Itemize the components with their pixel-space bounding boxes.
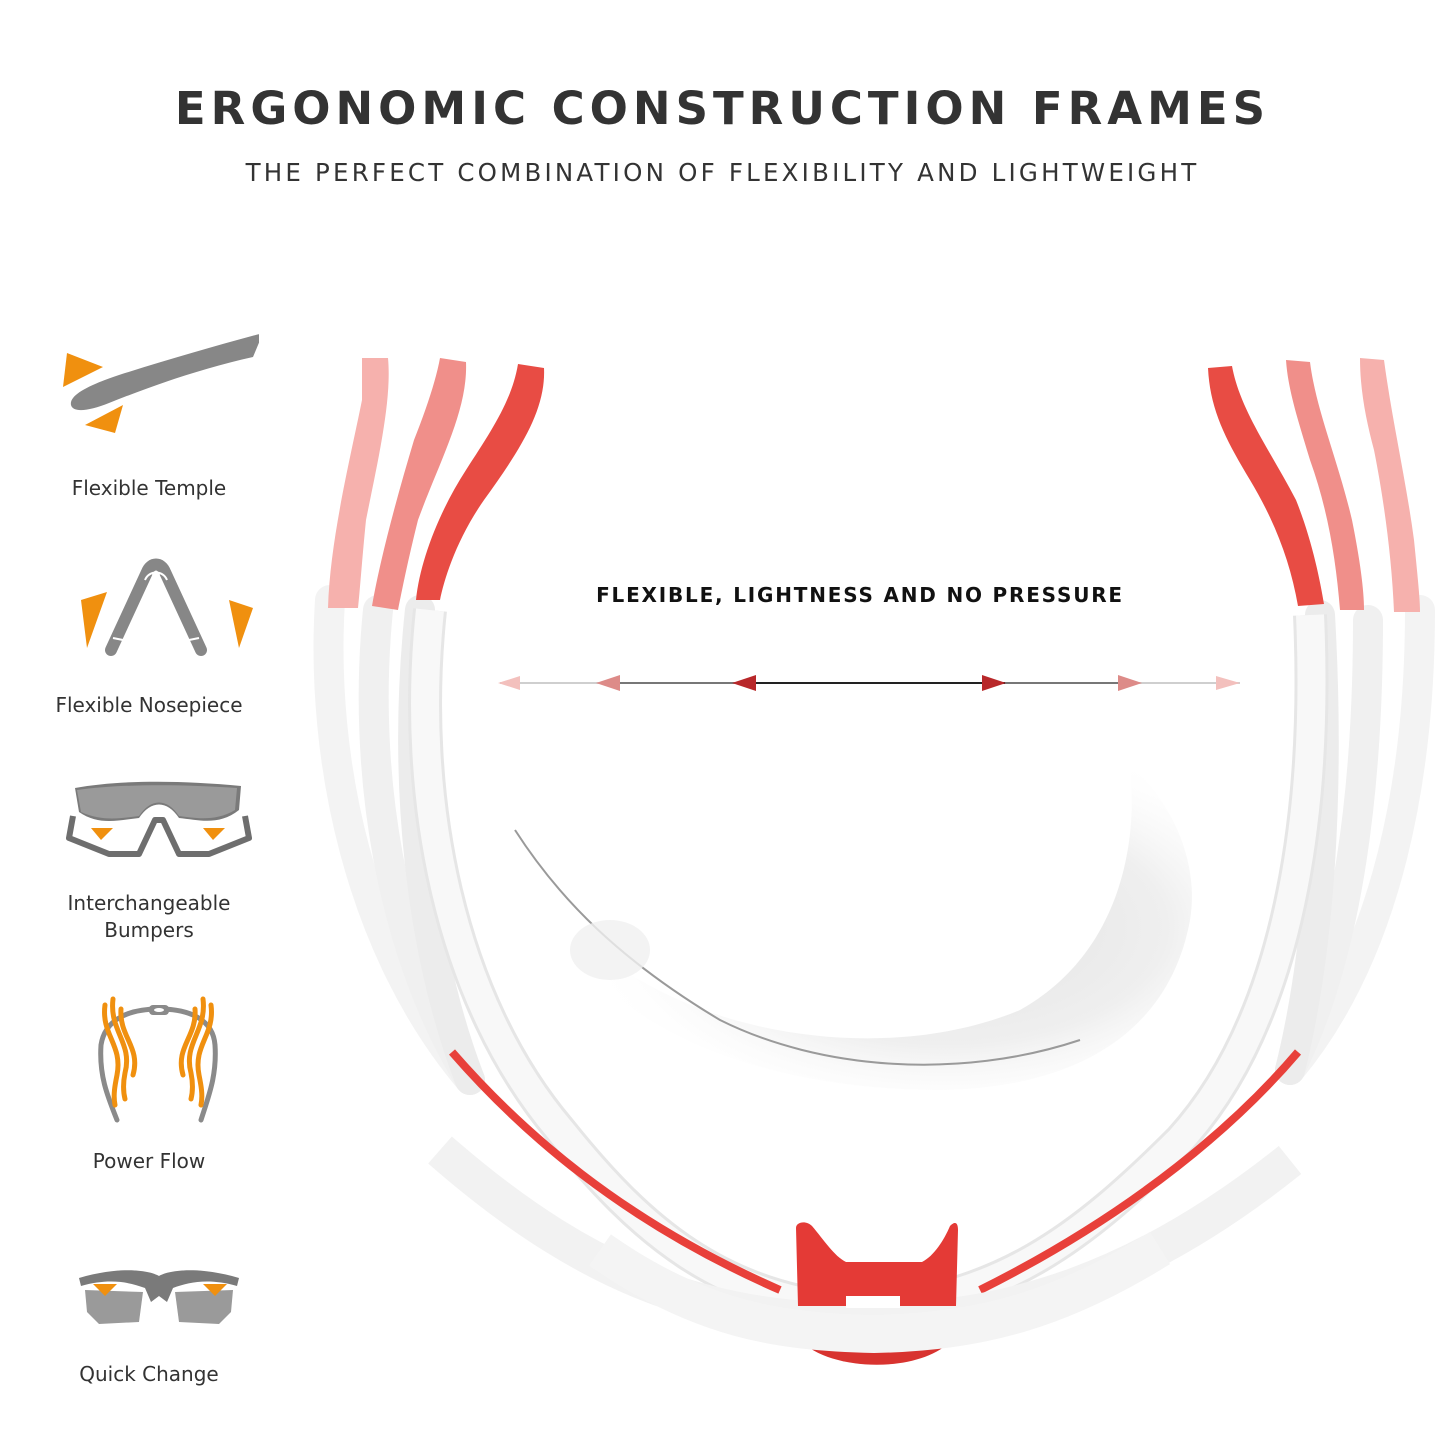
feature-label: Quick Change xyxy=(79,1362,219,1386)
interchangeable-bumpers-icon xyxy=(66,781,252,857)
page-subtitle: THE PERFECT COMBINATION OF FLEXIBILITY A… xyxy=(245,158,1200,187)
feature-quick-change: Quick Change xyxy=(20,1262,278,1388)
illustration-caption: FLEXIBLE, LIGHTNESS AND NO PRESSURE xyxy=(596,583,1124,607)
power-flow-icon xyxy=(98,996,218,1123)
feature-label: Flexible Temple xyxy=(71,476,227,500)
feature-interchangeable-bumpers: Interchangeable Bumpers xyxy=(20,770,278,944)
feature-flexible-nosepiece: Flexible Nosepiece xyxy=(20,550,278,719)
page-title: ERGONOMIC CONSTRUCTION FRAMES xyxy=(174,82,1271,135)
feather-image xyxy=(514,765,1192,1090)
feature-flexible-temple: Flexible Temple xyxy=(20,325,278,502)
feature-label-line1: Interchangeable xyxy=(67,891,231,915)
feature-power-flow: Power Flow xyxy=(20,995,278,1175)
feature-label-line2: Bumpers xyxy=(104,918,194,942)
feature-label: Power Flow xyxy=(92,1149,206,1173)
flex-arrows xyxy=(498,675,1240,691)
quick-change-icon xyxy=(79,1270,239,1324)
flexible-temple-icon xyxy=(63,334,259,433)
feature-label: Flexible Nosepiece xyxy=(55,693,243,717)
flexible-nosepiece-icon xyxy=(81,558,253,656)
